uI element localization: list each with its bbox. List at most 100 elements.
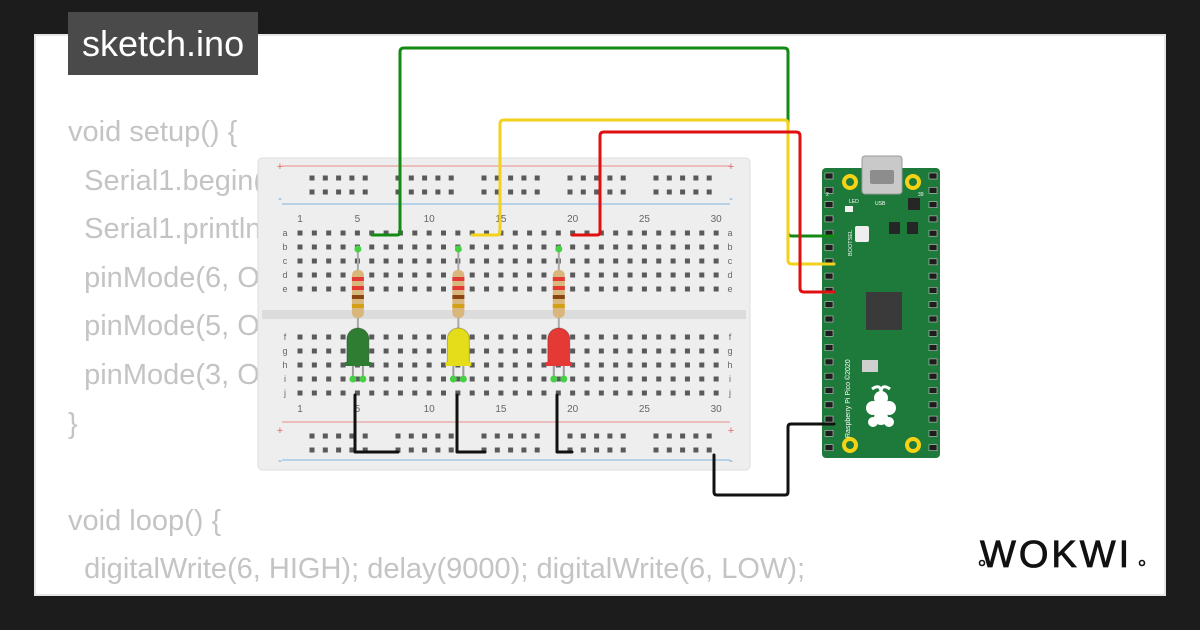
breadboard-hole[interactable]: [670, 376, 676, 382]
breadboard-hole[interactable]: [322, 447, 328, 453]
breadboard-hole[interactable]: [297, 244, 303, 250]
breadboard-hole[interactable]: [584, 362, 590, 368]
breadboard-hole[interactable]: [481, 175, 487, 181]
breadboard-hole[interactable]: [311, 286, 317, 292]
breadboard-hole[interactable]: [383, 286, 389, 292]
pico-pin-right[interactable]: [928, 401, 938, 409]
breadboard-hole[interactable]: [397, 390, 403, 396]
breadboard-hole[interactable]: [713, 244, 719, 250]
breadboard-hole[interactable]: [706, 175, 712, 181]
breadboard-hole[interactable]: [570, 348, 576, 354]
breadboard-hole[interactable]: [613, 334, 619, 340]
breadboard-hole[interactable]: [498, 334, 504, 340]
breadboard-hole[interactable]: [369, 376, 375, 382]
breadboard-hole[interactable]: [311, 272, 317, 278]
breadboard-hole[interactable]: [408, 433, 414, 439]
breadboard-hole[interactable]: [699, 272, 705, 278]
breadboard-hole[interactable]: [412, 376, 418, 382]
breadboard-hole[interactable]: [641, 230, 647, 236]
breadboard-hole[interactable]: [426, 272, 432, 278]
breadboard-hole[interactable]: [508, 433, 514, 439]
breadboard-hole[interactable]: [311, 390, 317, 396]
breadboard-hole[interactable]: [336, 189, 342, 195]
breadboard-hole[interactable]: [653, 175, 659, 181]
breadboard-hole[interactable]: [326, 230, 332, 236]
breadboard-hole[interactable]: [699, 334, 705, 340]
breadboard-hole[interactable]: [521, 433, 527, 439]
breadboard-hole[interactable]: [641, 348, 647, 354]
pico-pin-left[interactable]: [824, 329, 834, 337]
pico-pin-left[interactable]: [824, 301, 834, 309]
breadboard-hole[interactable]: [498, 348, 504, 354]
breadboard-hole[interactable]: [354, 390, 360, 396]
breadboard-hole[interactable]: [426, 376, 432, 382]
breadboard-hole[interactable]: [340, 362, 346, 368]
pico-pin-left[interactable]: [824, 272, 834, 280]
breadboard-hole[interactable]: [494, 433, 500, 439]
breadboard-hole[interactable]: [670, 362, 676, 368]
breadboard-hole[interactable]: [469, 390, 475, 396]
pico-pin-right[interactable]: [928, 372, 938, 380]
breadboard-hole[interactable]: [713, 286, 719, 292]
pico-pin-right[interactable]: [928, 287, 938, 294]
breadboard-hole[interactable]: [426, 390, 432, 396]
breadboard-hole[interactable]: [408, 447, 414, 453]
breadboard-hole[interactable]: [680, 447, 686, 453]
breadboard-hole[interactable]: [584, 286, 590, 292]
pico-pin-left[interactable]: [824, 201, 834, 208]
breadboard-hole[interactable]: [620, 447, 626, 453]
breadboard-hole[interactable]: [684, 258, 690, 264]
breadboard-hole[interactable]: [613, 230, 619, 236]
breadboard-hole[interactable]: [693, 175, 699, 181]
breadboard-hole[interactable]: [670, 286, 676, 292]
breadboard-hole[interactable]: [512, 272, 518, 278]
breadboard-hole[interactable]: [397, 362, 403, 368]
breadboard-hole[interactable]: [684, 390, 690, 396]
breadboard-hole[interactable]: [349, 433, 355, 439]
breadboard-hole[interactable]: [297, 362, 303, 368]
breadboard-hole[interactable]: [706, 189, 712, 195]
breadboard-hole[interactable]: [627, 286, 633, 292]
breadboard-hole[interactable]: [512, 348, 518, 354]
breadboard-hole[interactable]: [684, 272, 690, 278]
breadboard-hole[interactable]: [484, 272, 490, 278]
breadboard-hole[interactable]: [481, 433, 487, 439]
breadboard-hole[interactable]: [684, 376, 690, 382]
breadboard-hole[interactable]: [435, 175, 441, 181]
breadboard-hole[interactable]: [395, 189, 401, 195]
breadboard-hole[interactable]: [498, 390, 504, 396]
breadboard-hole[interactable]: [469, 348, 475, 354]
breadboard-hole[interactable]: [627, 348, 633, 354]
breadboard-hole[interactable]: [670, 334, 676, 340]
breadboard-hole[interactable]: [541, 230, 547, 236]
breadboard-hole[interactable]: [498, 258, 504, 264]
breadboard-hole[interactable]: [422, 175, 428, 181]
breadboard-hole[interactable]: [354, 376, 360, 382]
breadboard-hole[interactable]: [699, 390, 705, 396]
breadboard-hole[interactable]: [706, 447, 712, 453]
breadboard-hole[interactable]: [354, 230, 360, 236]
breadboard-hole[interactable]: [369, 272, 375, 278]
breadboard-hole[interactable]: [653, 189, 659, 195]
breadboard-hole[interactable]: [498, 362, 504, 368]
breadboard-hole[interactable]: [362, 175, 368, 181]
pico-pin-right[interactable]: [928, 215, 938, 223]
breadboard-hole[interactable]: [641, 390, 647, 396]
breadboard-hole[interactable]: [613, 272, 619, 278]
breadboard-hole[interactable]: [297, 348, 303, 354]
breadboard-hole[interactable]: [455, 390, 461, 396]
breadboard-hole[interactable]: [527, 376, 533, 382]
breadboard-hole[interactable]: [412, 286, 418, 292]
breadboard-hole[interactable]: [397, 272, 403, 278]
breadboard-hole[interactable]: [336, 175, 342, 181]
wire-black[interactable]: [455, 393, 487, 454]
breadboard-hole[interactable]: [340, 286, 346, 292]
breadboard-hole[interactable]: [555, 390, 561, 396]
breadboard-hole[interactable]: [508, 447, 514, 453]
breadboard-hole[interactable]: [512, 230, 518, 236]
breadboard-hole[interactable]: [397, 334, 403, 340]
breadboard-hole[interactable]: [336, 447, 342, 453]
breadboard-hole[interactable]: [340, 244, 346, 250]
breadboard-hole[interactable]: [455, 376, 461, 382]
breadboard-hole[interactable]: [340, 272, 346, 278]
